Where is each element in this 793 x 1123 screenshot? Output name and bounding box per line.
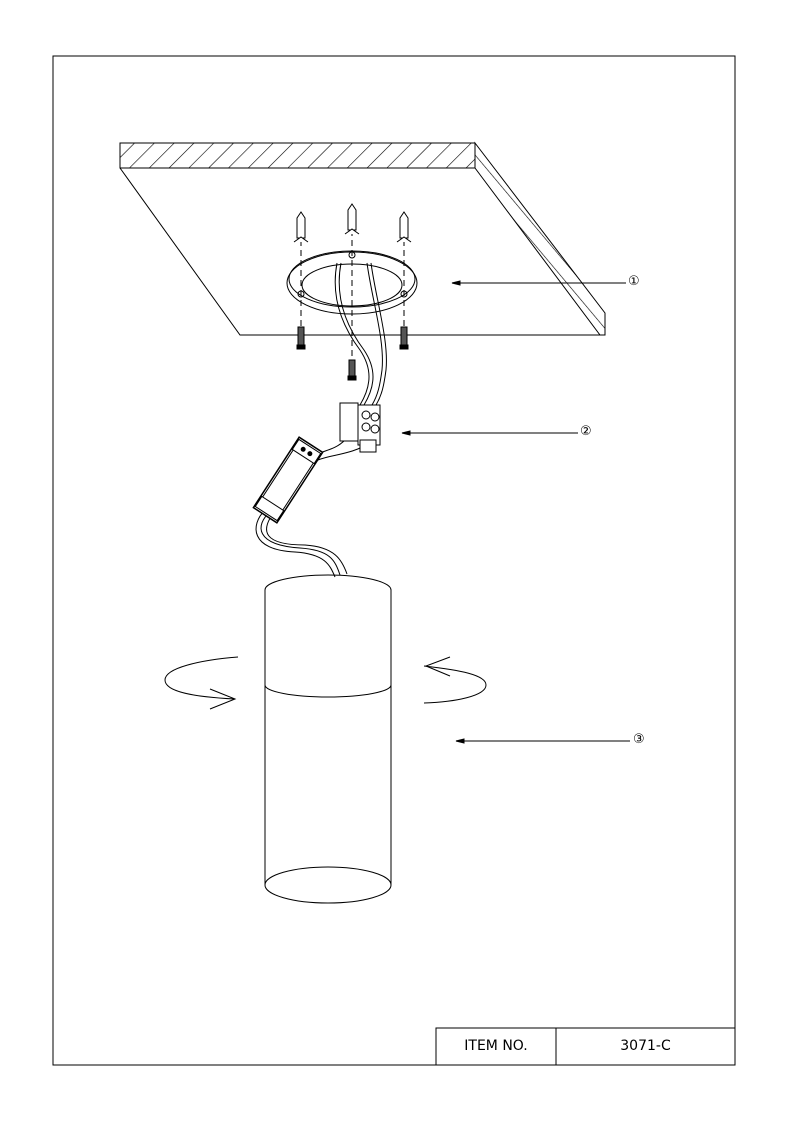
wall-anchors: [293, 203, 412, 381]
lamp-cylinder: [264, 574, 392, 904]
sheet-border: [52, 55, 736, 1066]
callout-2: ②: [580, 424, 592, 439]
led-driver: [252, 436, 324, 524]
leader-lines: [401, 280, 630, 744]
wires: [255, 262, 387, 578]
rotation-arrows: [164, 656, 487, 710]
item-no-label: ITEM NO.: [464, 1038, 528, 1054]
screws: [300, 230, 405, 362]
terminal-block: [339, 402, 381, 453]
item-no-value: 3071-C: [620, 1038, 671, 1054]
title-block: [435, 1027, 736, 1066]
callout-3: ③: [633, 732, 645, 747]
ceiling-slab: [119, 141, 606, 336]
callout-1: ①: [628, 274, 640, 289]
